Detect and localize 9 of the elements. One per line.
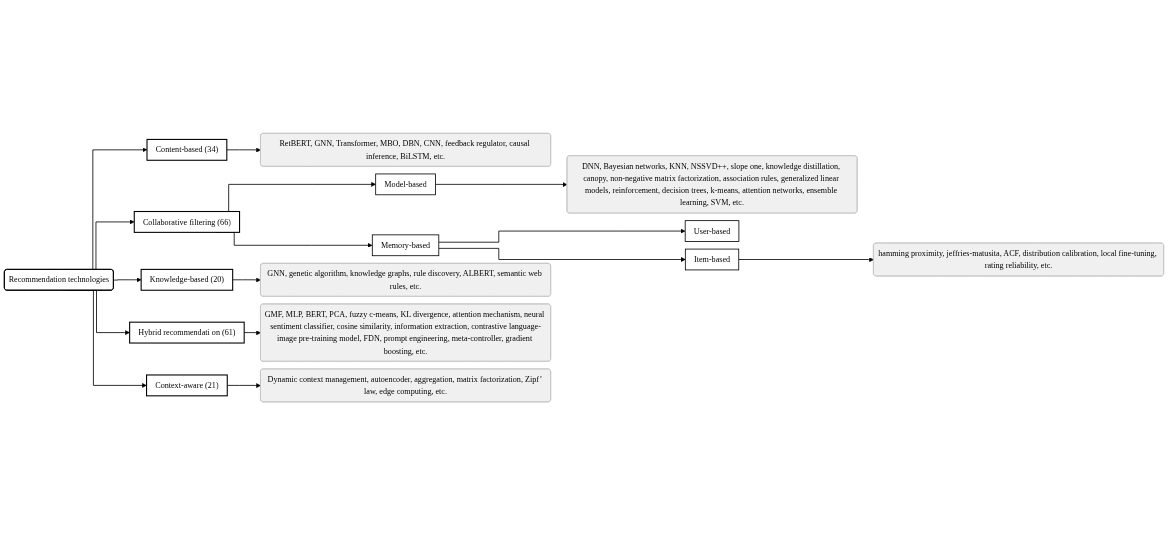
node-box: Collaborative filtering (66)	[133, 210, 241, 233]
node-box: Memory-based	[371, 234, 440, 256]
node-box: Hybrid recommendati on (61)	[129, 321, 245, 344]
node-box: Model-based	[375, 173, 436, 196]
node-box: Knowledge-based (20)	[140, 268, 234, 291]
node-box: Content-based (34)	[146, 138, 228, 161]
node-box: User-based	[684, 220, 740, 242]
node-box: Item-based	[684, 248, 740, 271]
node-box: Context-aware (21)	[146, 374, 228, 397]
